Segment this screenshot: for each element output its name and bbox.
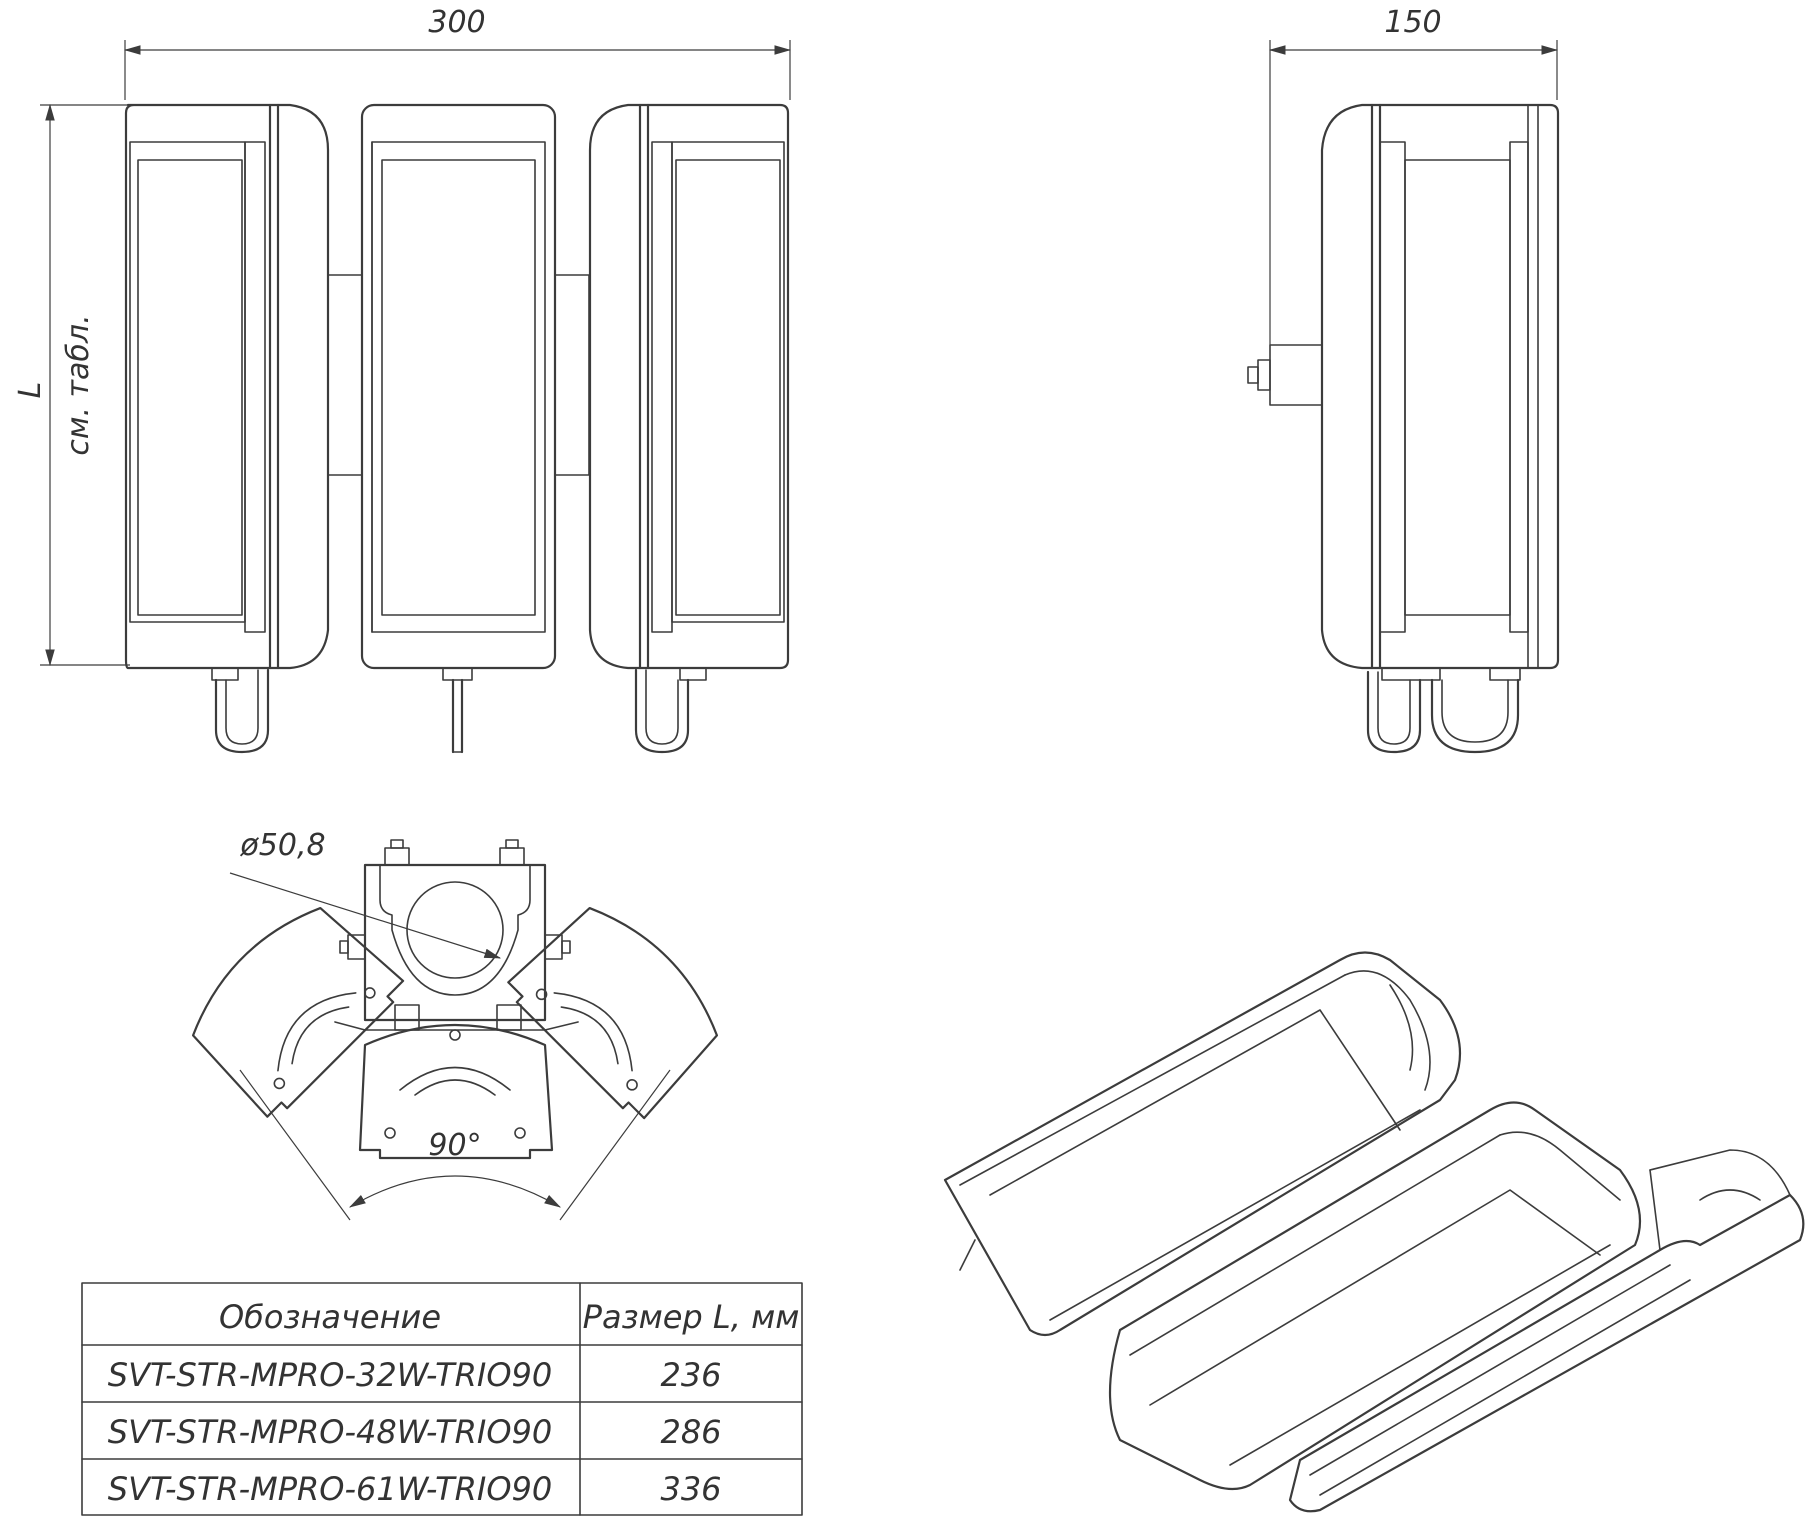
left-connector — [327, 274, 363, 476]
table-row-3-size: 336 — [660, 1470, 721, 1508]
side-view: 150 — [1247, 5, 1560, 754]
dimension-300-label: 300 — [428, 5, 485, 40]
pipe-circle — [406, 881, 504, 979]
dimension-L-note: см. табл. — [61, 314, 96, 455]
left-module — [124, 103, 330, 754]
center-module — [360, 103, 557, 754]
table-header-designation: Обозначение — [219, 1298, 441, 1336]
angle-label: 90° — [428, 1128, 481, 1163]
spec-table: Обозначение Размер L, мм SVT-STR-MPRO-32… — [81, 1282, 803, 1516]
dimension-150-label: 150 — [1384, 5, 1441, 40]
bolt-icon — [1257, 359, 1271, 391]
right-connector — [554, 274, 590, 476]
isometric-view — [943, 951, 1805, 1513]
table-row-3-designation: SVT-STR-MPRO-61W-TRIO90 — [108, 1470, 552, 1508]
table-row-2-size: 286 — [660, 1413, 721, 1451]
pipe-clamp — [363, 863, 547, 1022]
table-row-1-designation: SVT-STR-MPRO-32W-TRIO90 — [108, 1356, 552, 1394]
mounting-bracket — [1269, 344, 1323, 406]
right-module — [588, 103, 790, 754]
table-row-1-size: 236 — [660, 1356, 721, 1394]
diameter-leader — [229, 872, 502, 959]
right-endplate — [507, 906, 719, 1120]
left-endplate — [191, 906, 405, 1118]
top-view: ø50,8 90° — [191, 828, 719, 1221]
table-row-2-designation: SVT-STR-MPRO-48W-TRIO90 — [108, 1413, 552, 1451]
dimension-L-label: L — [13, 382, 48, 399]
front-view: 300 L см. табл. — [13, 5, 792, 754]
table-header-size: Размер L, мм — [583, 1298, 800, 1336]
angle-arc — [348, 1175, 562, 1208]
diameter-label: ø50,8 — [239, 828, 325, 863]
